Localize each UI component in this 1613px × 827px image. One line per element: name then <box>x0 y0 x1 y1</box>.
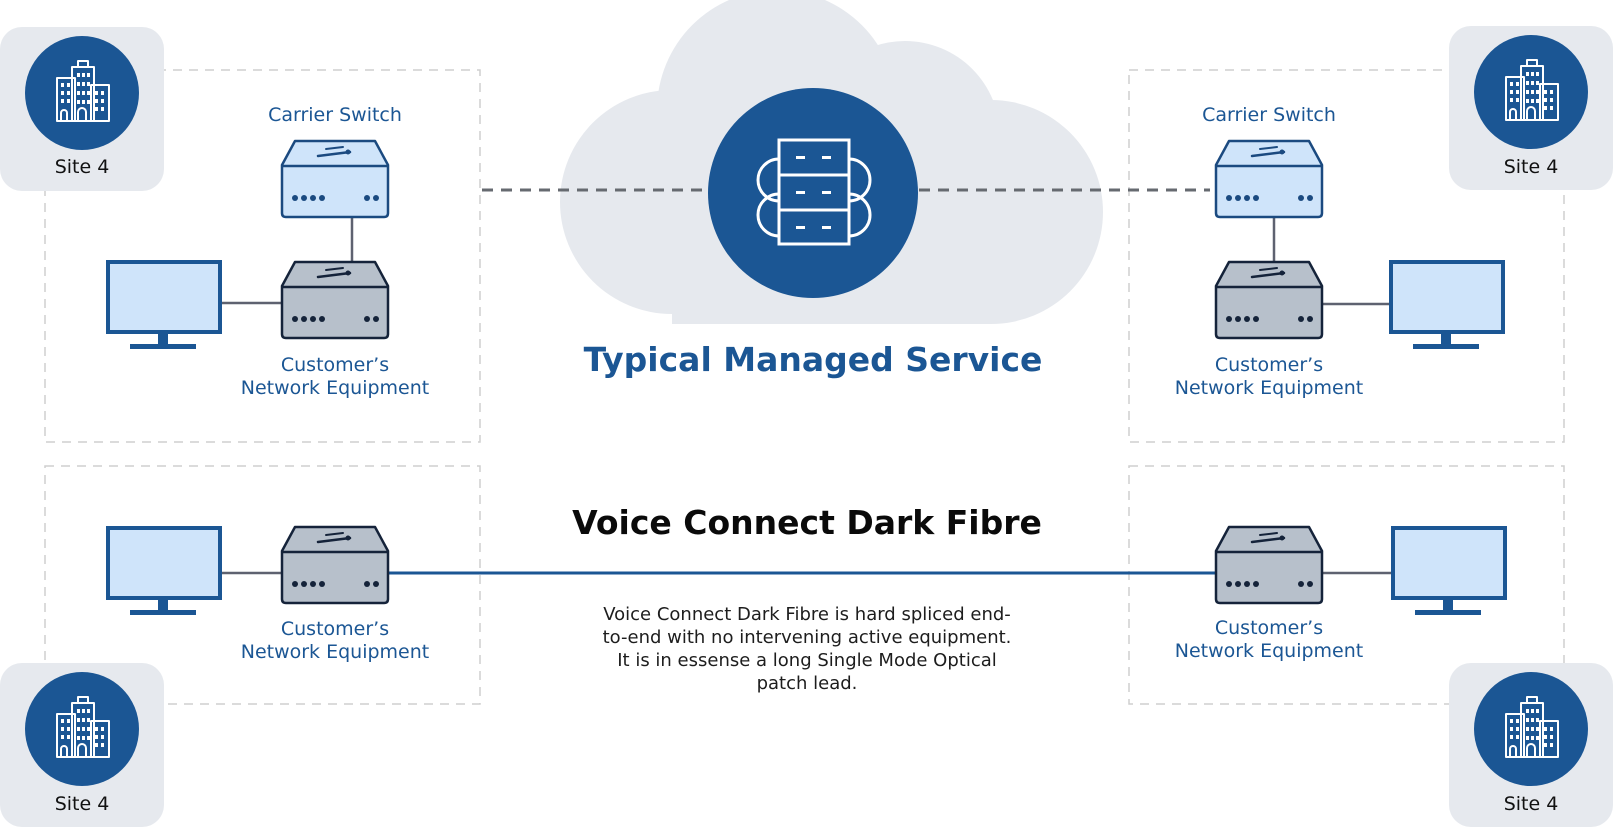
server-stack-icon <box>708 88 918 298</box>
site-label-bottom-left: Site 4 <box>54 793 110 815</box>
fibre-monitor-left-icon <box>106 526 222 617</box>
monitor-right-icon <box>1389 260 1505 351</box>
customer-switch-left-icon <box>280 260 390 340</box>
site-frames <box>44 69 1565 705</box>
fibre-switch-right-icon <box>1214 525 1324 605</box>
connectors <box>222 218 1392 575</box>
carrier-switch-right-icon <box>1214 139 1324 219</box>
fibre-equipment-right-label-line2: Network Equipment <box>1174 640 1364 662</box>
frame-managed-left <box>44 69 481 443</box>
frame-managed-right <box>1128 69 1565 443</box>
dark-fibre-title: Voice Connect Dark Fibre <box>572 503 1042 542</box>
fibre-equipment-right-label-line1: Customer’s <box>1214 617 1324 639</box>
carrier-switch-left-label: Carrier Switch <box>268 104 402 126</box>
dark-fibre-description: Voice Connect Dark Fibre is hard spliced… <box>602 604 1012 694</box>
carrier-switch-right-label: Carrier Switch <box>1202 104 1336 126</box>
site-label-bottom-right: Site 4 <box>1503 793 1559 815</box>
site-label-top-left: Site 4 <box>54 156 110 178</box>
customer-equipment-left-label-line2: Network Equipment <box>240 377 430 399</box>
customer-equipment-left-label-line1: Customer’s <box>280 354 390 376</box>
monitor-left-icon <box>106 260 222 351</box>
customer-equipment-right-label-line1: Customer’s <box>1214 354 1324 376</box>
fibre-switch-left-icon <box>280 525 390 605</box>
site-label-top-right: Site 4 <box>1503 156 1559 178</box>
fibre-equipment-left-label-line2: Network Equipment <box>240 641 430 663</box>
fibre-monitor-right-icon <box>1391 526 1507 617</box>
fibre-equipment-left-label-line1: Customer’s <box>280 618 390 640</box>
customer-switch-right-icon <box>1214 260 1324 340</box>
carrier-switch-left-icon <box>280 139 390 219</box>
managed-service-title: Typical Managed Service <box>583 340 1043 379</box>
customer-equipment-right-label-line2: Network Equipment <box>1174 377 1364 399</box>
